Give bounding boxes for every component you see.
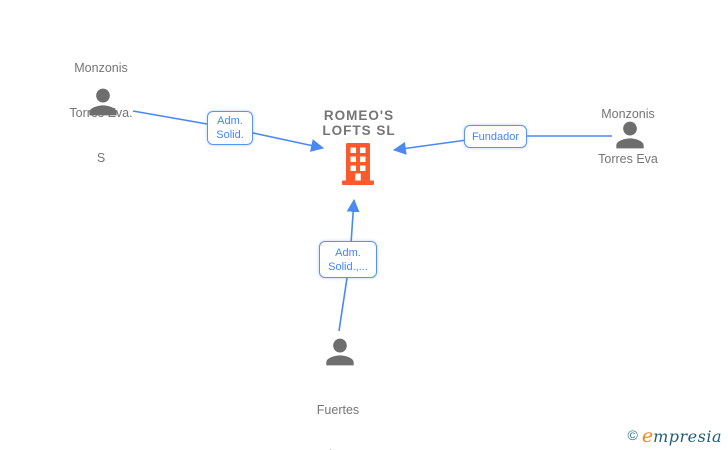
name-line: Monzonis: [74, 61, 128, 75]
name-line: Monzonis: [601, 107, 655, 121]
name-line: S: [96, 151, 106, 165]
name-line: Fuertes: [316, 403, 360, 417]
edge-label-line: Solid.,...: [328, 260, 368, 273]
empresia-logo[interactable]: ©empresia: [628, 425, 722, 447]
company-name-line: LOFTS SL: [322, 123, 396, 138]
edge-label-line: Adm.: [335, 246, 361, 259]
building-icon[interactable]: [341, 143, 375, 185]
company-name-romeos-lofts-sl: ROMEO'S LOFTS SL: [291, 108, 427, 138]
name-line: Lloret: [276, 448, 400, 450]
edge-label-adm-solid[interactable]: Adm. Solid.: [207, 111, 253, 145]
company-name-line: ROMEO'S: [323, 108, 395, 123]
person-icon[interactable]: [83, 82, 123, 122]
logo-letter-e: e: [641, 425, 654, 447]
person-name-fuertes-lloret-carlos: Fuertes Lloret Carlos...: [276, 373, 400, 450]
edge-label-line: Fundador: [471, 130, 520, 143]
person-icon[interactable]: [320, 332, 360, 372]
logo-text: mpresia: [653, 427, 722, 446]
copyright-icon: ©: [627, 427, 638, 443]
person-icon[interactable]: [610, 115, 650, 155]
edge-label-adm-solid-dots[interactable]: Adm. Solid.,...: [319, 241, 377, 278]
name-line: Torres Eva: [598, 152, 658, 166]
person-name-monzonis-torres-eva: Monzonis Torres Eva: [566, 77, 690, 197]
edge-label-line: Solid.: [216, 129, 244, 141]
edge-label-line: Adm.: [217, 115, 243, 127]
edge-label-fundador[interactable]: Fundador: [464, 125, 527, 148]
